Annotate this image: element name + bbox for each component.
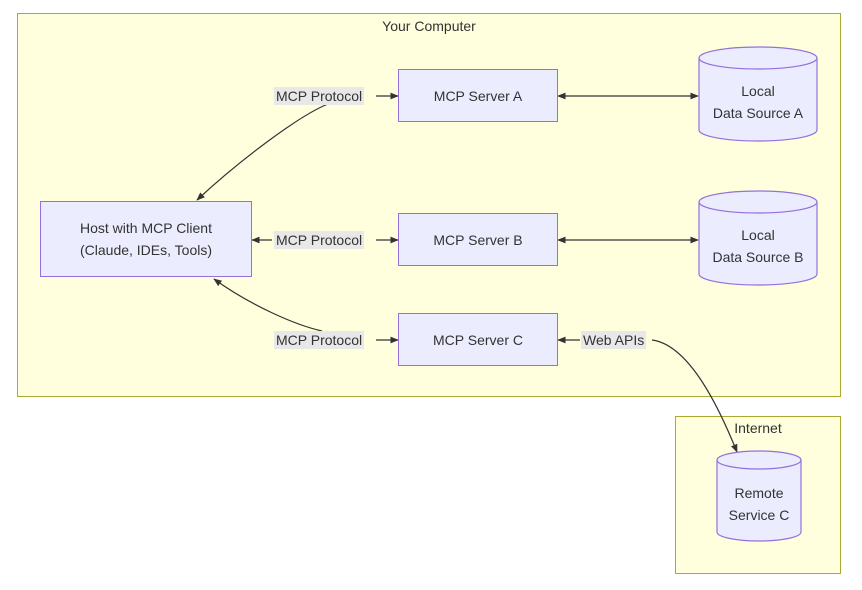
edge-label-protocol-c: MCP Protocol	[274, 331, 365, 349]
data-source-b-label: Local Data Source B	[712, 227, 804, 265]
cylinder-shape	[698, 46, 818, 142]
server-c-node[interactable]: MCP Server C	[398, 313, 558, 366]
remote-service-c-cylinder[interactable]: Remote Service C	[716, 450, 802, 542]
group-title-your-computer: Your Computer	[382, 18, 476, 34]
edge-label-protocol-b: MCP Protocol	[274, 231, 365, 249]
data-source-a-cylinder[interactable]: Local Data Source A	[698, 46, 818, 142]
edge-label-web-apis: Web APIs	[581, 331, 647, 349]
data-source-a-label: Local Data Source A	[712, 83, 804, 121]
edge-label-protocol-a: MCP Protocol	[274, 87, 365, 105]
data-source-b-cylinder[interactable]: Local Data Source B	[698, 190, 818, 286]
cylinder-shape	[698, 190, 818, 286]
cylinder-shape	[716, 450, 802, 542]
server-b-node[interactable]: MCP Server B	[398, 213, 558, 266]
server-a-node[interactable]: MCP Server A	[398, 69, 558, 122]
host-node[interactable]: Host with MCP Client (Claude, IDEs, Tool…	[40, 201, 252, 277]
group-title-internet: Internet	[734, 420, 782, 436]
remote-service-c-label: Remote Service C	[728, 485, 790, 523]
